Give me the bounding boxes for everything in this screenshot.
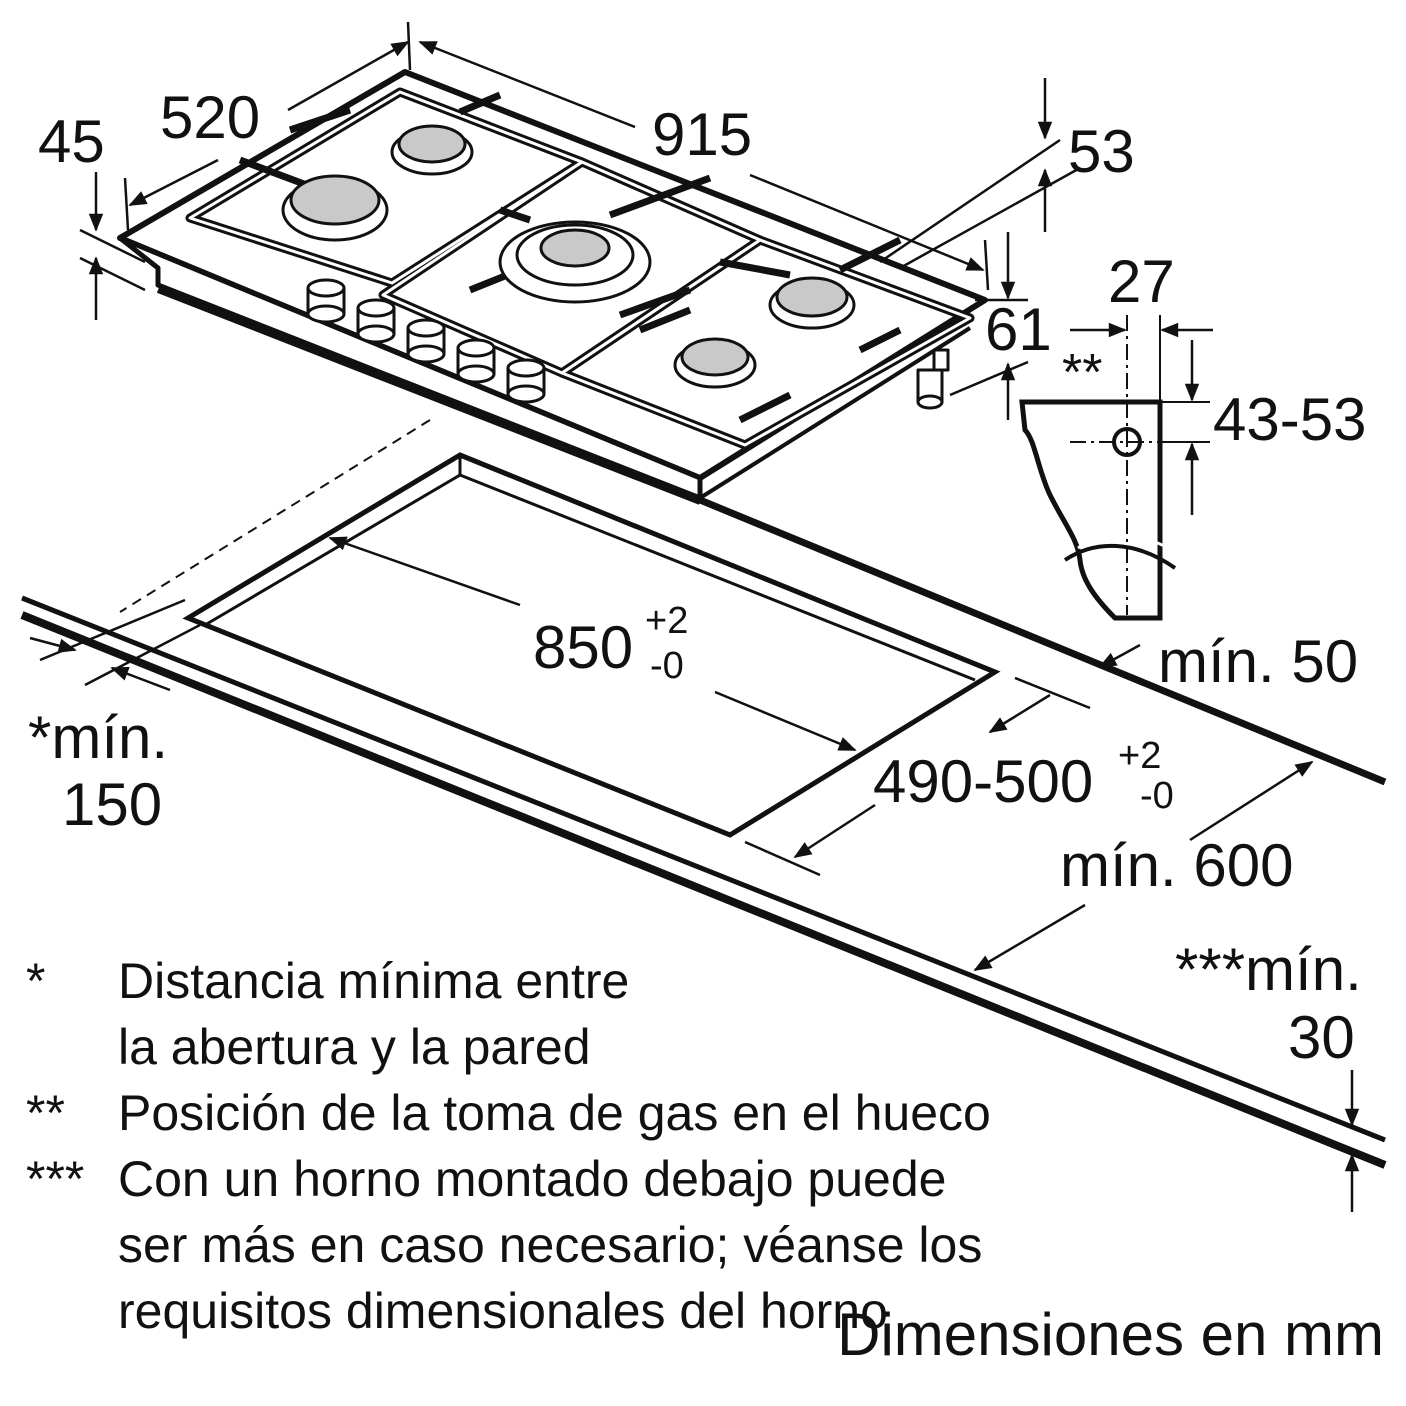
dim-850-tol-plus: +2 — [645, 600, 688, 642]
cutout-opening — [182, 452, 1001, 838]
dim-43-53: 43-53 — [1213, 386, 1366, 453]
footnote-line: ser más en caso necesario; véanse los — [118, 1217, 983, 1273]
countertop — [20, 419, 1387, 1169]
gas-connector — [916, 348, 950, 410]
footnote-mark: *** — [26, 1151, 85, 1207]
burner-medium-left — [390, 124, 474, 176]
dim-520: 520 — [160, 84, 260, 151]
dim-min-150-line1: *mín. — [28, 704, 168, 771]
knob-1 — [306, 278, 346, 324]
control-knobs — [306, 278, 546, 404]
knob-5 — [506, 358, 546, 404]
footnote-mark: * — [26, 953, 46, 1009]
footnote-text: Con un horno montado debajo puede ser má… — [118, 1146, 982, 1344]
footnote-line: requisitos dimensionales del horno — [118, 1283, 888, 1339]
burner-small — [673, 337, 757, 389]
footnote-3: *** Con un horno montado debajo puede se… — [26, 1146, 1186, 1344]
knob-2 — [356, 298, 396, 344]
dim-min-150-line2: 150 — [62, 771, 162, 838]
footnote-line: Posición de la toma de gas en el hueco — [118, 1085, 991, 1141]
gas-hob — [117, 69, 988, 505]
footnote-2: ** Posición de la toma de gas en el huec… — [26, 1080, 1186, 1146]
dim-490-500: 490-500 — [873, 748, 1093, 815]
dim-61: 61 — [985, 296, 1052, 363]
knob-3 — [406, 318, 446, 364]
dim-490-500-tol-minus: -0 — [1140, 775, 1174, 817]
burner-large — [281, 174, 389, 242]
dim-490-500-tol-plus: +2 — [1118, 735, 1161, 777]
dim-min-600: mín. 600 — [1060, 832, 1293, 899]
burner-wok — [498, 220, 652, 304]
footnote-mark: ** — [26, 1085, 65, 1141]
burner-medium-right — [768, 276, 856, 330]
units-caption: Dimensiones en mm — [837, 1301, 1384, 1368]
knob-4 — [456, 338, 496, 384]
footnote-1: * Distancia mínima entre la abertura y l… — [26, 948, 1186, 1080]
footnote-line: Con un horno montado debajo puede — [118, 1151, 947, 1207]
dim-min-50: mín. 50 — [1158, 628, 1358, 695]
dim-27: 27 — [1108, 248, 1175, 315]
dim-min-30-line1: ***mín. — [1175, 936, 1362, 1003]
gas-marker: ** — [1062, 344, 1102, 402]
footnotes: * Distancia mínima entre la abertura y l… — [26, 948, 1186, 1344]
gas-inlet-detail — [1019, 315, 1210, 621]
dim-min-30-line2: 30 — [1288, 1004, 1355, 1071]
dimension-labels: 520 45 915 53 61 27 ** 43-53 mín. 50 850… — [28, 84, 1366, 1071]
footnote-line: la abertura y la pared — [118, 1019, 591, 1075]
dimension-lines — [29, 21, 1360, 1212]
dim-850: 850 — [533, 614, 633, 681]
footnote-text: Distancia mínima entre la abertura y la … — [118, 948, 629, 1080]
dim-53: 53 — [1068, 118, 1135, 185]
dim-915: 915 — [652, 101, 752, 168]
dim-850-tol-minus: -0 — [650, 645, 684, 687]
footnote-text: Posición de la toma de gas en el hueco — [118, 1080, 991, 1146]
dim-45: 45 — [38, 108, 105, 175]
footnote-line: Distancia mínima entre — [118, 953, 630, 1009]
